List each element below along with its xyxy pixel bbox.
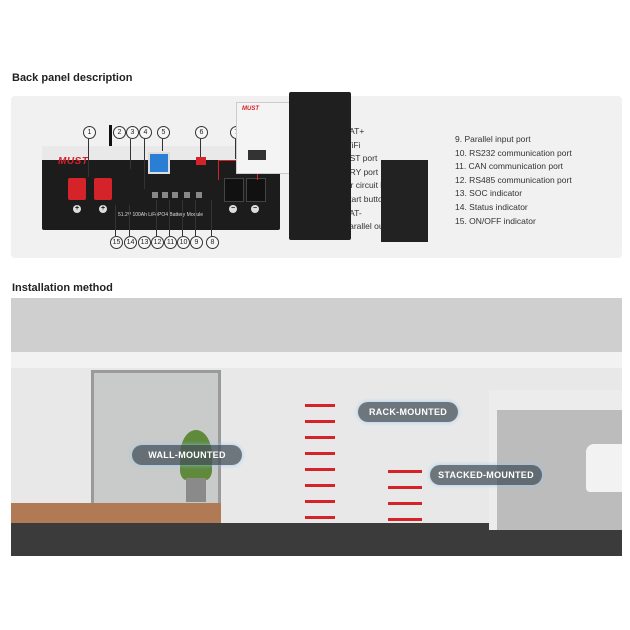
- leader-line: [88, 139, 89, 177]
- legend-item: 8. Parallel output port: [334, 221, 415, 232]
- rs485-port: [152, 192, 158, 198]
- legend-item: 14. Status indicator: [455, 201, 528, 212]
- balcony-roof: [11, 298, 622, 358]
- callout-4: 4: [139, 126, 152, 139]
- legend-item: 9. Parallel input port: [455, 134, 531, 144]
- wall-mounted-label: WALL-MOUNTED: [132, 445, 242, 465]
- stack-module: [388, 486, 422, 489]
- leader-line: [182, 200, 183, 236]
- device-brand-logo: MUST: [58, 156, 89, 167]
- leader-line: [156, 200, 157, 236]
- rack-module: [305, 500, 335, 503]
- callout-6: 6: [195, 126, 208, 139]
- plus-icon: +: [99, 205, 107, 213]
- stack-module: [388, 518, 422, 521]
- legend-item: 5. Air circuit breaker: [334, 180, 410, 191]
- leader-line: [211, 200, 212, 236]
- rack-module: [305, 420, 335, 423]
- bat-minus-terminal-2: [246, 178, 266, 202]
- stack-module: [388, 502, 422, 505]
- legend-item: 12. RS485 communication port: [455, 174, 572, 185]
- legend-item: 13. SOC indicator: [455, 188, 523, 199]
- floor-slab: [11, 352, 622, 368]
- wall-unit-display: [248, 150, 266, 160]
- bat-minus-bracket: [218, 160, 219, 180]
- parallel-out-port: [196, 192, 202, 198]
- rs232-port: [172, 192, 178, 198]
- legend-item: 6. Start buttons: [334, 193, 392, 204]
- car-icon: [586, 444, 622, 492]
- plant-pot: [186, 478, 206, 502]
- callout-13: 13: [138, 236, 151, 249]
- stacked-batteries: [381, 160, 428, 242]
- bat-plus-terminal-2: [94, 178, 112, 200]
- installation-heading: Installation method: [12, 282, 113, 294]
- leader-line: [129, 205, 130, 236]
- callout-12: 12: [151, 236, 164, 249]
- wall-unit-brand: MUST: [242, 106, 259, 112]
- callout-11: 11: [164, 236, 177, 249]
- bat-minus-terminal-1: [224, 178, 244, 202]
- callout-2: 2: [113, 126, 126, 139]
- back-panel-heading: Back panel description: [12, 72, 133, 84]
- callout-15: 15: [110, 236, 123, 249]
- legend-item: 3. RST port: [334, 153, 378, 164]
- parallel-in-port: [184, 192, 190, 198]
- rack-module: [305, 404, 335, 407]
- wall-mounted-battery: [236, 102, 290, 174]
- legend-item: 11. CAN communication port: [455, 161, 564, 172]
- stacked-mounted-label: STACKED-MOUNTED: [430, 465, 542, 485]
- legend-list-right: 9. Parallel input port 10. RS232 communi…: [455, 133, 572, 228]
- legend-item: 10. RS232 communication port: [455, 147, 572, 158]
- rack-module: [305, 452, 335, 455]
- leader-line: [169, 200, 170, 236]
- rack-mounted-label: RACK-MOUNTED: [358, 402, 458, 422]
- module-label: 51.2V 100Ah LiFePO4 Battery Module: [118, 212, 204, 218]
- air-circuit-breaker: [148, 152, 170, 174]
- wifi-antenna: [109, 125, 112, 152]
- plus-icon: +: [73, 205, 81, 213]
- callout-9: 9: [190, 236, 203, 249]
- stack-module: [388, 470, 422, 473]
- rack-module: [305, 516, 335, 519]
- leader-line: [195, 200, 196, 236]
- installation-scene: [11, 298, 622, 556]
- leader-line: [130, 139, 131, 169]
- callout-10: 10: [177, 236, 190, 249]
- callout-14: 14: [124, 236, 137, 249]
- rack-module: [305, 484, 335, 487]
- callout-1: 1: [83, 126, 96, 139]
- leader-line: [144, 139, 145, 189]
- leader-line: [200, 139, 201, 157]
- rack-module: [305, 468, 335, 471]
- can-port: [162, 192, 168, 198]
- legend-item: 15. ON/OFF indicator: [455, 215, 536, 226]
- callout-3: 3: [126, 126, 139, 139]
- rack-module: [305, 436, 335, 439]
- start-button: [196, 157, 206, 165]
- leader-line: [115, 205, 116, 236]
- leader-line: [235, 139, 236, 159]
- leader-line: [162, 139, 163, 151]
- legend-item: 4. DRY port: [334, 166, 379, 177]
- minus-icon: −: [229, 205, 237, 213]
- callout-5: 5: [157, 126, 170, 139]
- minus-icon: −: [251, 205, 259, 213]
- rack-mounted-cabinet: [289, 92, 351, 240]
- bat-plus-terminal-1: [68, 178, 86, 200]
- callout-8: 8: [206, 236, 219, 249]
